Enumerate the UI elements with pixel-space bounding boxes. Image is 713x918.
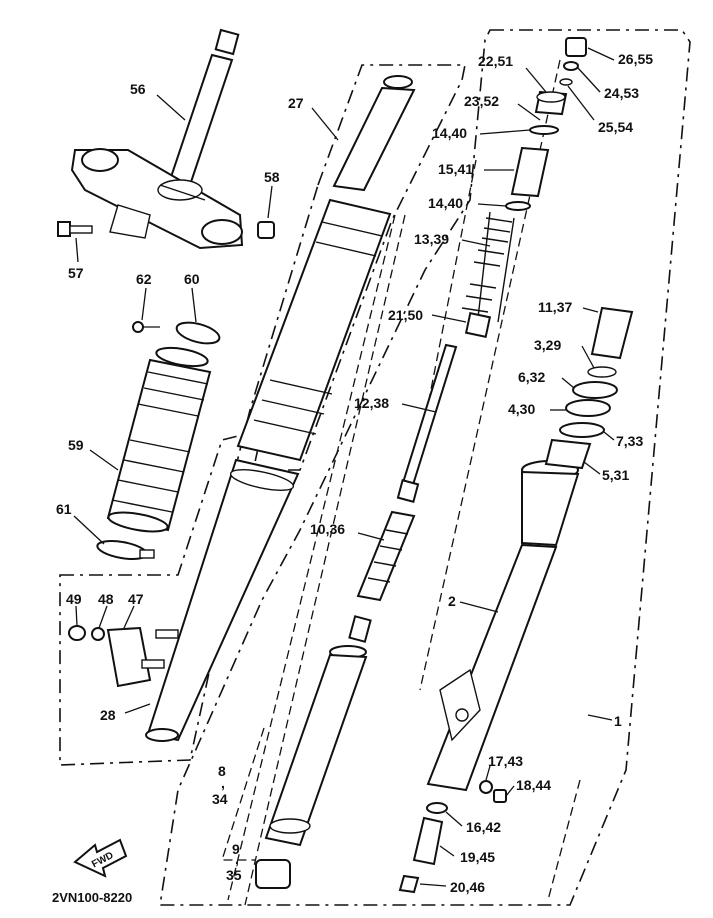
label-8-comma: , bbox=[221, 775, 225, 791]
damper-rod-10 bbox=[348, 510, 416, 643]
label-47: 47 bbox=[128, 591, 144, 607]
cap-bolt-22 bbox=[534, 90, 568, 116]
label-12-38: 12,38 bbox=[354, 395, 389, 411]
label-11-37: 11,37 bbox=[538, 299, 572, 315]
part-labels: 56 27 58 57 62 60 59 61 49 48 47 28 8 , … bbox=[56, 51, 653, 895]
bolt-20 bbox=[398, 874, 420, 894]
inner-tube-27 bbox=[145, 75, 416, 742]
forward-arrow-icon: FWD bbox=[73, 838, 128, 878]
fork-spring-13 bbox=[461, 211, 515, 323]
label-13-39: 13,39 bbox=[414, 231, 449, 247]
label-6-32: 6,32 bbox=[518, 369, 545, 385]
caliper-bracket-47 bbox=[106, 626, 179, 688]
label-22-51: 22,51 bbox=[478, 53, 513, 69]
label-4-30: 4,30 bbox=[508, 401, 535, 417]
label-9-comma: , bbox=[235, 851, 239, 867]
damper-rod-12 bbox=[396, 343, 458, 503]
collar-21 bbox=[464, 311, 492, 339]
oil-seal-4 bbox=[565, 399, 611, 417]
label-8: 8 bbox=[218, 763, 226, 779]
steering-stem-56 bbox=[70, 28, 244, 250]
screw-62 bbox=[132, 321, 160, 333]
label-19-45: 19,45 bbox=[460, 849, 495, 865]
cylinder-seal-9 bbox=[255, 859, 291, 889]
leader-lines bbox=[73, 47, 615, 887]
label-24-53: 24,53 bbox=[604, 85, 639, 101]
label-15-41: 15,41 bbox=[438, 161, 473, 177]
label-58: 58 bbox=[264, 169, 280, 185]
label-1: 1 bbox=[614, 713, 622, 729]
label-3-29: 3,29 bbox=[534, 337, 561, 353]
diagram-code: 2VN100-8220 bbox=[52, 890, 132, 905]
label-14-40-lower: 14,40 bbox=[428, 195, 463, 211]
label-16-42: 16,42 bbox=[466, 819, 501, 835]
label-7-33: 7,33 bbox=[616, 433, 643, 449]
centerline-upper bbox=[424, 159, 477, 421]
centerline-right bbox=[419, 59, 561, 691]
nut-58 bbox=[257, 221, 275, 239]
label-14-40-upper: 14,40 bbox=[432, 125, 467, 141]
label-59: 59 bbox=[68, 437, 84, 453]
spacer-15 bbox=[510, 146, 550, 198]
label-23-52: 23,52 bbox=[464, 93, 499, 109]
fork-boot-59 bbox=[106, 346, 212, 533]
outer-tube-2 bbox=[426, 460, 580, 792]
label-34: 34 bbox=[212, 791, 228, 807]
label-21-50: 21,50 bbox=[388, 307, 423, 323]
label-35: 35 bbox=[226, 867, 242, 883]
label-60: 60 bbox=[184, 271, 200, 287]
cap-49 bbox=[68, 625, 86, 641]
label-17-43: 17,43 bbox=[488, 753, 523, 769]
label-61: 61 bbox=[56, 501, 72, 517]
clip-3 bbox=[587, 366, 617, 378]
washer-16 bbox=[426, 802, 448, 814]
label-48: 48 bbox=[98, 591, 114, 607]
drain-17 bbox=[479, 780, 493, 794]
adjuster-26 bbox=[565, 37, 587, 57]
boundary-damper-8-9 bbox=[221, 727, 265, 861]
o-ring-25 bbox=[559, 78, 573, 86]
label-56: 56 bbox=[130, 81, 146, 97]
washer-14-lower bbox=[505, 201, 531, 211]
clamp-61 bbox=[96, 540, 155, 560]
label-9: 9 bbox=[232, 841, 240, 857]
label-27: 27 bbox=[288, 95, 304, 111]
washer-7 bbox=[559, 422, 605, 438]
o-ring-24 bbox=[563, 61, 579, 71]
label-18-44: 18,44 bbox=[516, 777, 551, 793]
label-26-55: 26,55 bbox=[618, 51, 653, 67]
label-10-36: 10,36 bbox=[310, 521, 345, 537]
label-57: 57 bbox=[68, 265, 84, 281]
washer-14-upper bbox=[529, 125, 559, 135]
label-5-31: 5,31 bbox=[602, 467, 629, 483]
label-2: 2 bbox=[448, 593, 456, 609]
boundary-fork-assembly-1 bbox=[159, 29, 691, 906]
centerline-mid bbox=[244, 214, 406, 906]
bolt-19 bbox=[412, 816, 444, 866]
label-28: 28 bbox=[100, 707, 116, 723]
washer-48 bbox=[91, 627, 105, 641]
centerline-left bbox=[227, 214, 396, 901]
label-25-54: 25,54 bbox=[598, 119, 633, 135]
clamp-60 bbox=[175, 321, 221, 345]
damper-cylinder-8 bbox=[264, 645, 368, 847]
label-49: 49 bbox=[66, 591, 82, 607]
bolt-57 bbox=[57, 221, 93, 237]
screw-18 bbox=[493, 789, 507, 803]
label-62: 62 bbox=[136, 271, 152, 287]
bushing-5 bbox=[544, 438, 592, 470]
dust-seal-6 bbox=[572, 381, 618, 399]
bushing-11 bbox=[590, 306, 634, 360]
label-20-46: 20,46 bbox=[450, 879, 485, 895]
centerline-lower-right bbox=[547, 779, 581, 901]
